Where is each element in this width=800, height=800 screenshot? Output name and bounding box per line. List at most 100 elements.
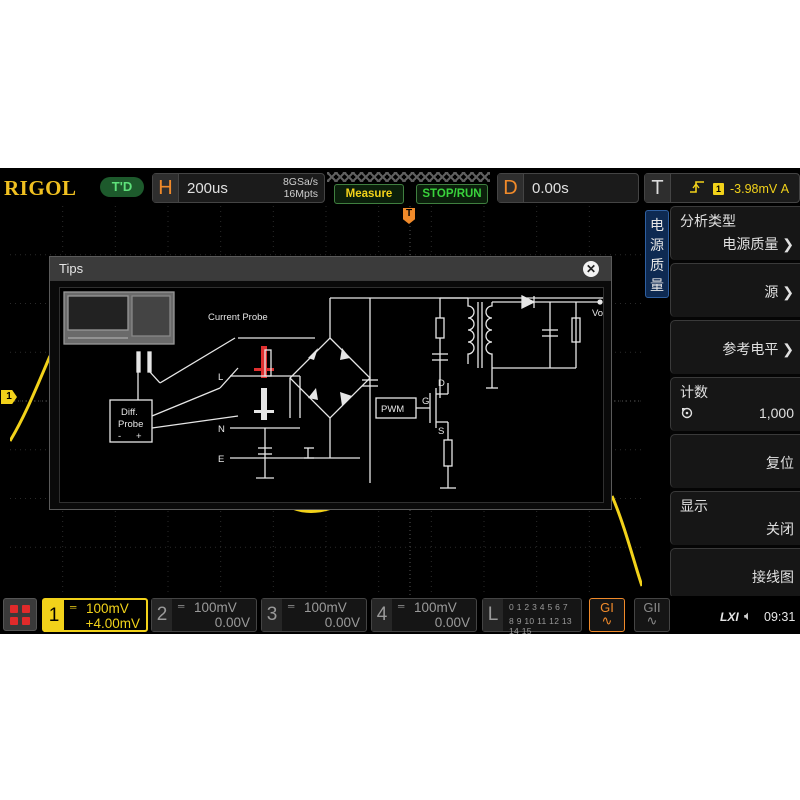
diff-probe-label-2: Probe [118, 419, 143, 430]
source-label: S [438, 426, 444, 437]
logic-key: L [483, 599, 503, 631]
stop-run-button[interactable]: STOP/RUN [416, 184, 488, 204]
dc-coupling-icon: ═ [178, 601, 184, 611]
mode-badge[interactable]: T'D [100, 177, 144, 197]
gate-label: G [422, 396, 429, 407]
sine-wave-icon: ∿ [646, 613, 658, 628]
dc-coupling-icon: ═ [398, 601, 404, 611]
lxi-logo: LXI [720, 610, 739, 624]
menu-display[interactable]: 显示 关闭 [670, 491, 800, 545]
ch1-ground-marker[interactable]: 1 [1, 390, 17, 404]
rigol-logo: RIGOL [4, 176, 77, 200]
menu-item-value: 源 ❯ [764, 282, 794, 302]
channel-offset: 0.00V [214, 615, 250, 630]
oscilloscope-screen: RIGOL T'D H 200us 8GSa/s 16Mpts Measure … [0, 168, 800, 634]
dc-coupling-icon: ═ [288, 601, 294, 611]
side-tab-char: 量 [650, 277, 664, 293]
trigger-key: T [645, 174, 671, 202]
source-label: 源 [764, 284, 779, 300]
line-n-label: N [218, 424, 225, 435]
line-l-label: L [218, 372, 223, 383]
menu-item-value: 电源质量 ❯ [722, 234, 794, 254]
delay-settings[interactable]: D 0.00s [497, 173, 639, 203]
trigger-level: -3.98mV A [730, 182, 789, 196]
ch1-waveform-right [610, 495, 642, 587]
chevron-right-icon: ❯ [778, 236, 794, 252]
generator-2-label: GII [643, 600, 661, 615]
generator-2-button[interactable]: GII ∿ [634, 598, 670, 632]
measure-button[interactable]: Measure [334, 184, 404, 204]
speaker-muted-icon[interactable]: 🔈︎ [744, 608, 752, 623]
channel-number: 1 [44, 600, 64, 632]
channel-number: 2 [152, 599, 172, 631]
menu-reset[interactable]: 复位 [670, 434, 800, 488]
channel-offset: 0.00V [434, 615, 470, 630]
wiring-diagram-label: 接线图 [752, 569, 794, 585]
channel-number: 4 [372, 599, 392, 631]
menu-count[interactable]: 计数 1,000 [670, 377, 800, 431]
current-probe-label: Current Probe [208, 312, 268, 323]
horizontal-key: H [153, 174, 179, 202]
analysis-type-value: 电源质量 [722, 236, 779, 252]
wiring-diagram: Current Probe Diff. Probe - + L N E PWM … [59, 287, 605, 503]
drain-label: D [438, 378, 445, 389]
channel-scale: 100mV [304, 600, 347, 615]
reset-label: 复位 [766, 455, 794, 471]
logic-analyzer-settings[interactable]: L 0 1 2 3 4 5 6 7 8 9 10 11 12 13 14 15 [482, 598, 582, 634]
generator-1-label: GI [600, 600, 614, 615]
channel-4-settings[interactable]: 4 ═ 100mV 0.00V [371, 598, 477, 632]
menu-item-title: 显示 [680, 498, 708, 514]
line-e-label: E [218, 454, 224, 465]
trigger-source-badge: 1 [713, 183, 724, 195]
channel-scale: 100mV [86, 601, 129, 616]
side-tab-char: 源 [650, 237, 664, 253]
diff-probe-label-1: Diff. [121, 407, 138, 418]
side-tab-char: 电 [650, 217, 664, 233]
trigger-position-marker[interactable]: T [403, 208, 415, 224]
menu-reference-level[interactable]: 参考电平 ❯ [670, 320, 800, 374]
channel-scale: 100mV [194, 600, 237, 615]
chevron-right-icon: ❯ [778, 341, 794, 357]
channel-offset: +4.00mV [85, 616, 140, 631]
trigger-level-value: -3.98mV [730, 182, 778, 196]
logic-channels-row1: 0 1 2 3 4 5 6 7 [509, 602, 568, 612]
display-value: 关闭 [766, 521, 794, 537]
memory-depth: 16Mpts [283, 188, 318, 200]
sample-rate: 8GSa/s [282, 176, 318, 188]
delay-value: 0.00s [532, 180, 569, 197]
horizontal-settings[interactable]: H 200us 8GSa/s 16Mpts [152, 173, 325, 203]
menu-analysis-type[interactable]: 分析类型 电源质量 ❯ [670, 206, 800, 260]
timebase-value: 200us [187, 180, 228, 197]
rising-edge-icon [689, 179, 705, 198]
menu-wiring-diagram[interactable]: 接线图 [670, 548, 800, 598]
channel-1-settings[interactable]: 1 ═ 100mV +4.00mV [42, 598, 148, 632]
tips-dialog: Tips ✕ [49, 256, 612, 510]
menu-source[interactable]: 源 ❯ [670, 263, 800, 317]
sine-wave-icon: ∿ [601, 613, 613, 628]
output-label: Vo [592, 308, 603, 319]
knob-icon [680, 406, 694, 423]
side-tab-char: 质 [650, 257, 664, 273]
close-icon[interactable]: ✕ [583, 261, 599, 277]
menu-item-title: 计数 [680, 384, 708, 400]
chevron-right-icon: ❯ [778, 284, 794, 300]
top-bar: RIGOL T'D H 200us 8GSa/s 16Mpts Measure … [0, 168, 800, 206]
delay-key: D [498, 174, 524, 202]
side-menu: 分析类型 电源质量 ❯ 源 ❯ 参考电平 ❯ 计数 1,000 复位 显示 关闭… [670, 206, 800, 598]
trigger-mode: A [780, 182, 790, 196]
ch1-waveform [10, 355, 52, 442]
count-value: 1,000 [758, 405, 794, 421]
logic-channels-row2: 8 9 10 11 12 13 14 15 [509, 616, 572, 634]
wiring-diagram-svg: Current Probe Diff. Probe - + L N E PWM … [63, 291, 605, 489]
power-quality-tab[interactable]: 电 源 质 量 [645, 210, 669, 298]
tips-title: Tips [59, 261, 84, 276]
tips-header: Tips ✕ [50, 257, 611, 281]
reference-level-label: 参考电平 [722, 341, 779, 357]
channel-3-settings[interactable]: 3 ═ 100mV 0.00V [261, 598, 367, 632]
channel-2-settings[interactable]: 2 ═ 100mV 0.00V [151, 598, 257, 632]
bottom-bar: 1 ═ 100mV +4.00mV 2 ═ 100mV 0.00V 3 ═ 10… [0, 596, 800, 634]
menu-item-value: 参考电平 ❯ [722, 339, 794, 359]
trigger-settings[interactable]: T 1 -3.98mV A [644, 173, 800, 203]
generator-1-button[interactable]: GI ∿ [589, 598, 625, 632]
home-menu-icon[interactable] [3, 598, 37, 631]
